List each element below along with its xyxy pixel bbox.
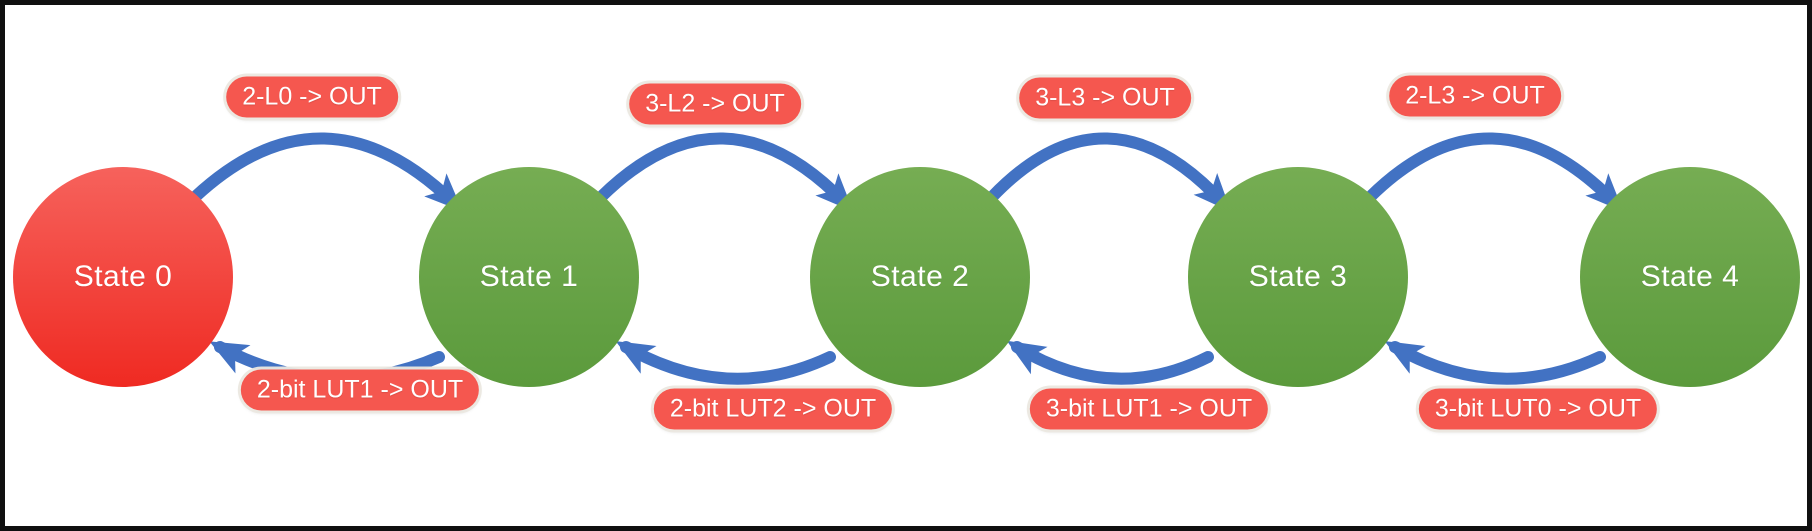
state-label-4: State 4 xyxy=(1640,260,1740,293)
state-label-1: State 1 xyxy=(479,260,579,293)
transition-pill-backward-0: 2-bit LUT1 -> OUT xyxy=(240,369,480,411)
forward-arrow-state1-state2 xyxy=(595,132,854,212)
transition-pill-forward-2: 3-L3 -> OUT xyxy=(1019,77,1191,119)
state-label-0: State 0 xyxy=(73,260,173,293)
forward-arrow-state3-state4 xyxy=(1364,132,1624,212)
state-circle-0: State 0 xyxy=(13,167,233,387)
transition-pill-forward-1: 3-L2 -> OUT xyxy=(629,83,801,125)
backward-arrow-state3-state2 xyxy=(1006,340,1214,385)
transition-pill-backward-1: 2-bit LUT2 -> OUT xyxy=(653,388,893,430)
forward-arrow-state0-state1 xyxy=(189,132,463,212)
transition-pill-forward-3: 2-L3 -> OUT xyxy=(1389,75,1561,117)
backward-arrow-state2-state1 xyxy=(615,341,836,385)
transition-pill-backward-2: 3-bit LUT1 -> OUT xyxy=(1029,388,1269,430)
state-label-2: State 2 xyxy=(870,260,970,293)
state-circle-4: State 4 xyxy=(1580,167,1800,387)
state-circle-1: State 1 xyxy=(419,167,639,387)
state-label-3: State 3 xyxy=(1248,260,1348,293)
transition-pill-backward-3: 3-bit LUT0 -> OUT xyxy=(1418,388,1658,430)
transition-pill-forward-0: 2-L0 -> OUT xyxy=(226,76,398,118)
state-circle-3: State 3 xyxy=(1188,167,1408,387)
state-circle-2: State 2 xyxy=(810,167,1030,387)
backward-arrow-state4-state3 xyxy=(1384,341,1606,385)
forward-arrow-state2-state3 xyxy=(986,132,1232,212)
